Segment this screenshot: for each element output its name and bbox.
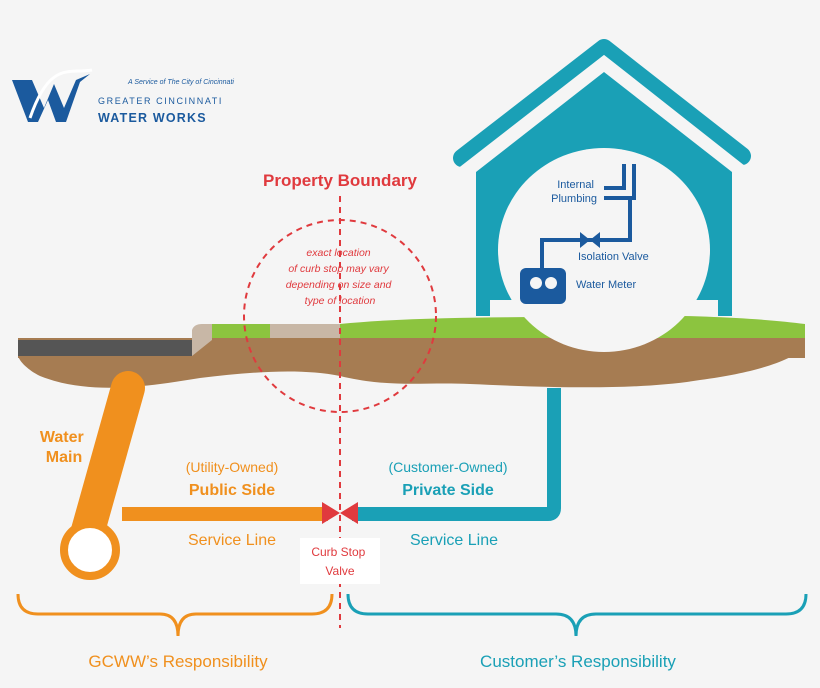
labels: Water Main (Utility-Owned) Public Side S…: [40, 429, 508, 584]
house-interior: [498, 148, 710, 352]
private-side-title: Private Side: [402, 482, 494, 499]
water-main-label-1: Water: [40, 429, 84, 446]
curb-stop-label-box: [300, 538, 380, 584]
public-side-title: Public Side: [189, 482, 275, 499]
curb-stop-label-1: Curb Stop: [311, 545, 365, 559]
svg-text:exact location of curb s: exact location of curb stop may vary dep…: [286, 247, 395, 307]
curb-note-line-1: exact location: [306, 247, 370, 259]
gcww-brace: [16, 593, 334, 637]
pipes: [60, 371, 561, 580]
curb-stop-valve-icon: [322, 502, 358, 524]
property-boundary: Property Boundary exact location of curb…: [243, 171, 437, 628]
svg-text:Water Main: Water Main: [40, 429, 88, 466]
water-main-end: [60, 520, 120, 580]
house: Internal Plumbing Isolation Valve Water …: [453, 39, 751, 352]
private-service-pipe: [352, 388, 561, 521]
private-ownership-label: (Customer-Owned): [388, 459, 507, 475]
isolation-valve-icon: [580, 232, 600, 248]
responsibility: GCWW’s Responsibility Customer’s Respons…: [16, 593, 808, 671]
curb-note-line-3: depending on size and: [286, 279, 393, 291]
svg-text:Curb Stop Valve: Curb Stop Valve: [311, 545, 368, 578]
logo-swoosh: [28, 68, 93, 119]
house-roof-gap: [458, 54, 748, 172]
svg-text:Internal Plumbing: Internal Plumbing: [551, 179, 597, 205]
water-meter-icon: [520, 268, 566, 304]
curb: [192, 324, 212, 356]
customer-responsibility-label: Customer’s Responsibility: [480, 652, 676, 671]
water-main-label-2: Main: [46, 449, 82, 466]
customer-brace: [346, 593, 808, 637]
logo-line2: WATER WORKS: [98, 111, 207, 125]
logo-service-text: A Service of The City of Cincinnati: [127, 79, 234, 86]
street: [18, 340, 192, 356]
tree-lawn: [212, 324, 270, 340]
private-service-line-label: Service Line: [410, 532, 498, 549]
gcww-responsibility-label: GCWW’s Responsibility: [88, 652, 268, 671]
ground: [18, 315, 805, 388]
curb-stop-label-2: Valve: [325, 564, 354, 578]
internal-plumbing-label-1: Internal: [557, 179, 594, 191]
water-meter-label: Water Meter: [576, 279, 636, 291]
soil-under-lawn: [212, 338, 805, 342]
curb-note-line-2: of curb stop may vary: [288, 263, 389, 275]
house-roof: [453, 39, 751, 167]
internal-plumbing-label-2: Plumbing: [551, 193, 597, 205]
isolation-valve-label: Isolation Valve: [578, 251, 649, 263]
logo-line1: GREATER CINCINNATI: [98, 96, 223, 106]
public-service-line-label: Service Line: [188, 532, 276, 549]
curb-location-circle: [243, 219, 437, 413]
property-boundary-label: Property Boundary: [263, 171, 418, 190]
curb-note-line-4: type of location: [305, 295, 376, 307]
public-ownership-label: (Utility-Owned): [186, 459, 279, 475]
sidewalk: [270, 324, 340, 340]
gcww-logo: A Service of The City of Cincinnati GREA…: [12, 68, 234, 125]
